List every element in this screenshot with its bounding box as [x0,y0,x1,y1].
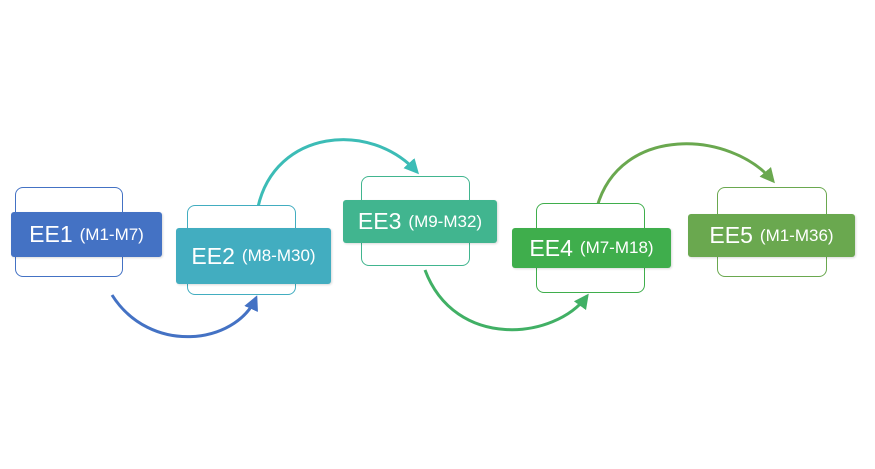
stage-range: (M7-M18) [579,238,654,257]
connector-arrow-ee1-ee2 [110,294,258,339]
stage-label-ee4: EE4 (M7-M18) [512,228,671,268]
stage-code: EE3 [357,208,402,234]
stage-code: EE5 [709,222,753,248]
stage-range: (M8-M30) [241,246,316,265]
stage-code: EE2 [191,242,235,269]
stage-label-ee5: EE5 (M1-M36) [688,214,855,257]
stage-label-ee2: EE2 (M8-M30) [176,228,331,284]
stage-code: EE4 [529,234,573,261]
connector-arrow-ee2-ee3 [256,138,420,208]
stage-range: (M9-M32) [408,211,483,231]
stage-range: (M1-M7) [79,224,144,244]
stage-label-ee1: EE1 (M1-M7) [11,212,162,257]
connector-arrow-ee3-ee4 [423,269,589,332]
stage-label-ee3: EE3 (M9-M32) [343,200,497,243]
stage-range: (M1-M36) [759,225,834,245]
connector-arrow-ee4-ee5 [595,142,775,208]
stage-code: EE1 [29,221,73,247]
